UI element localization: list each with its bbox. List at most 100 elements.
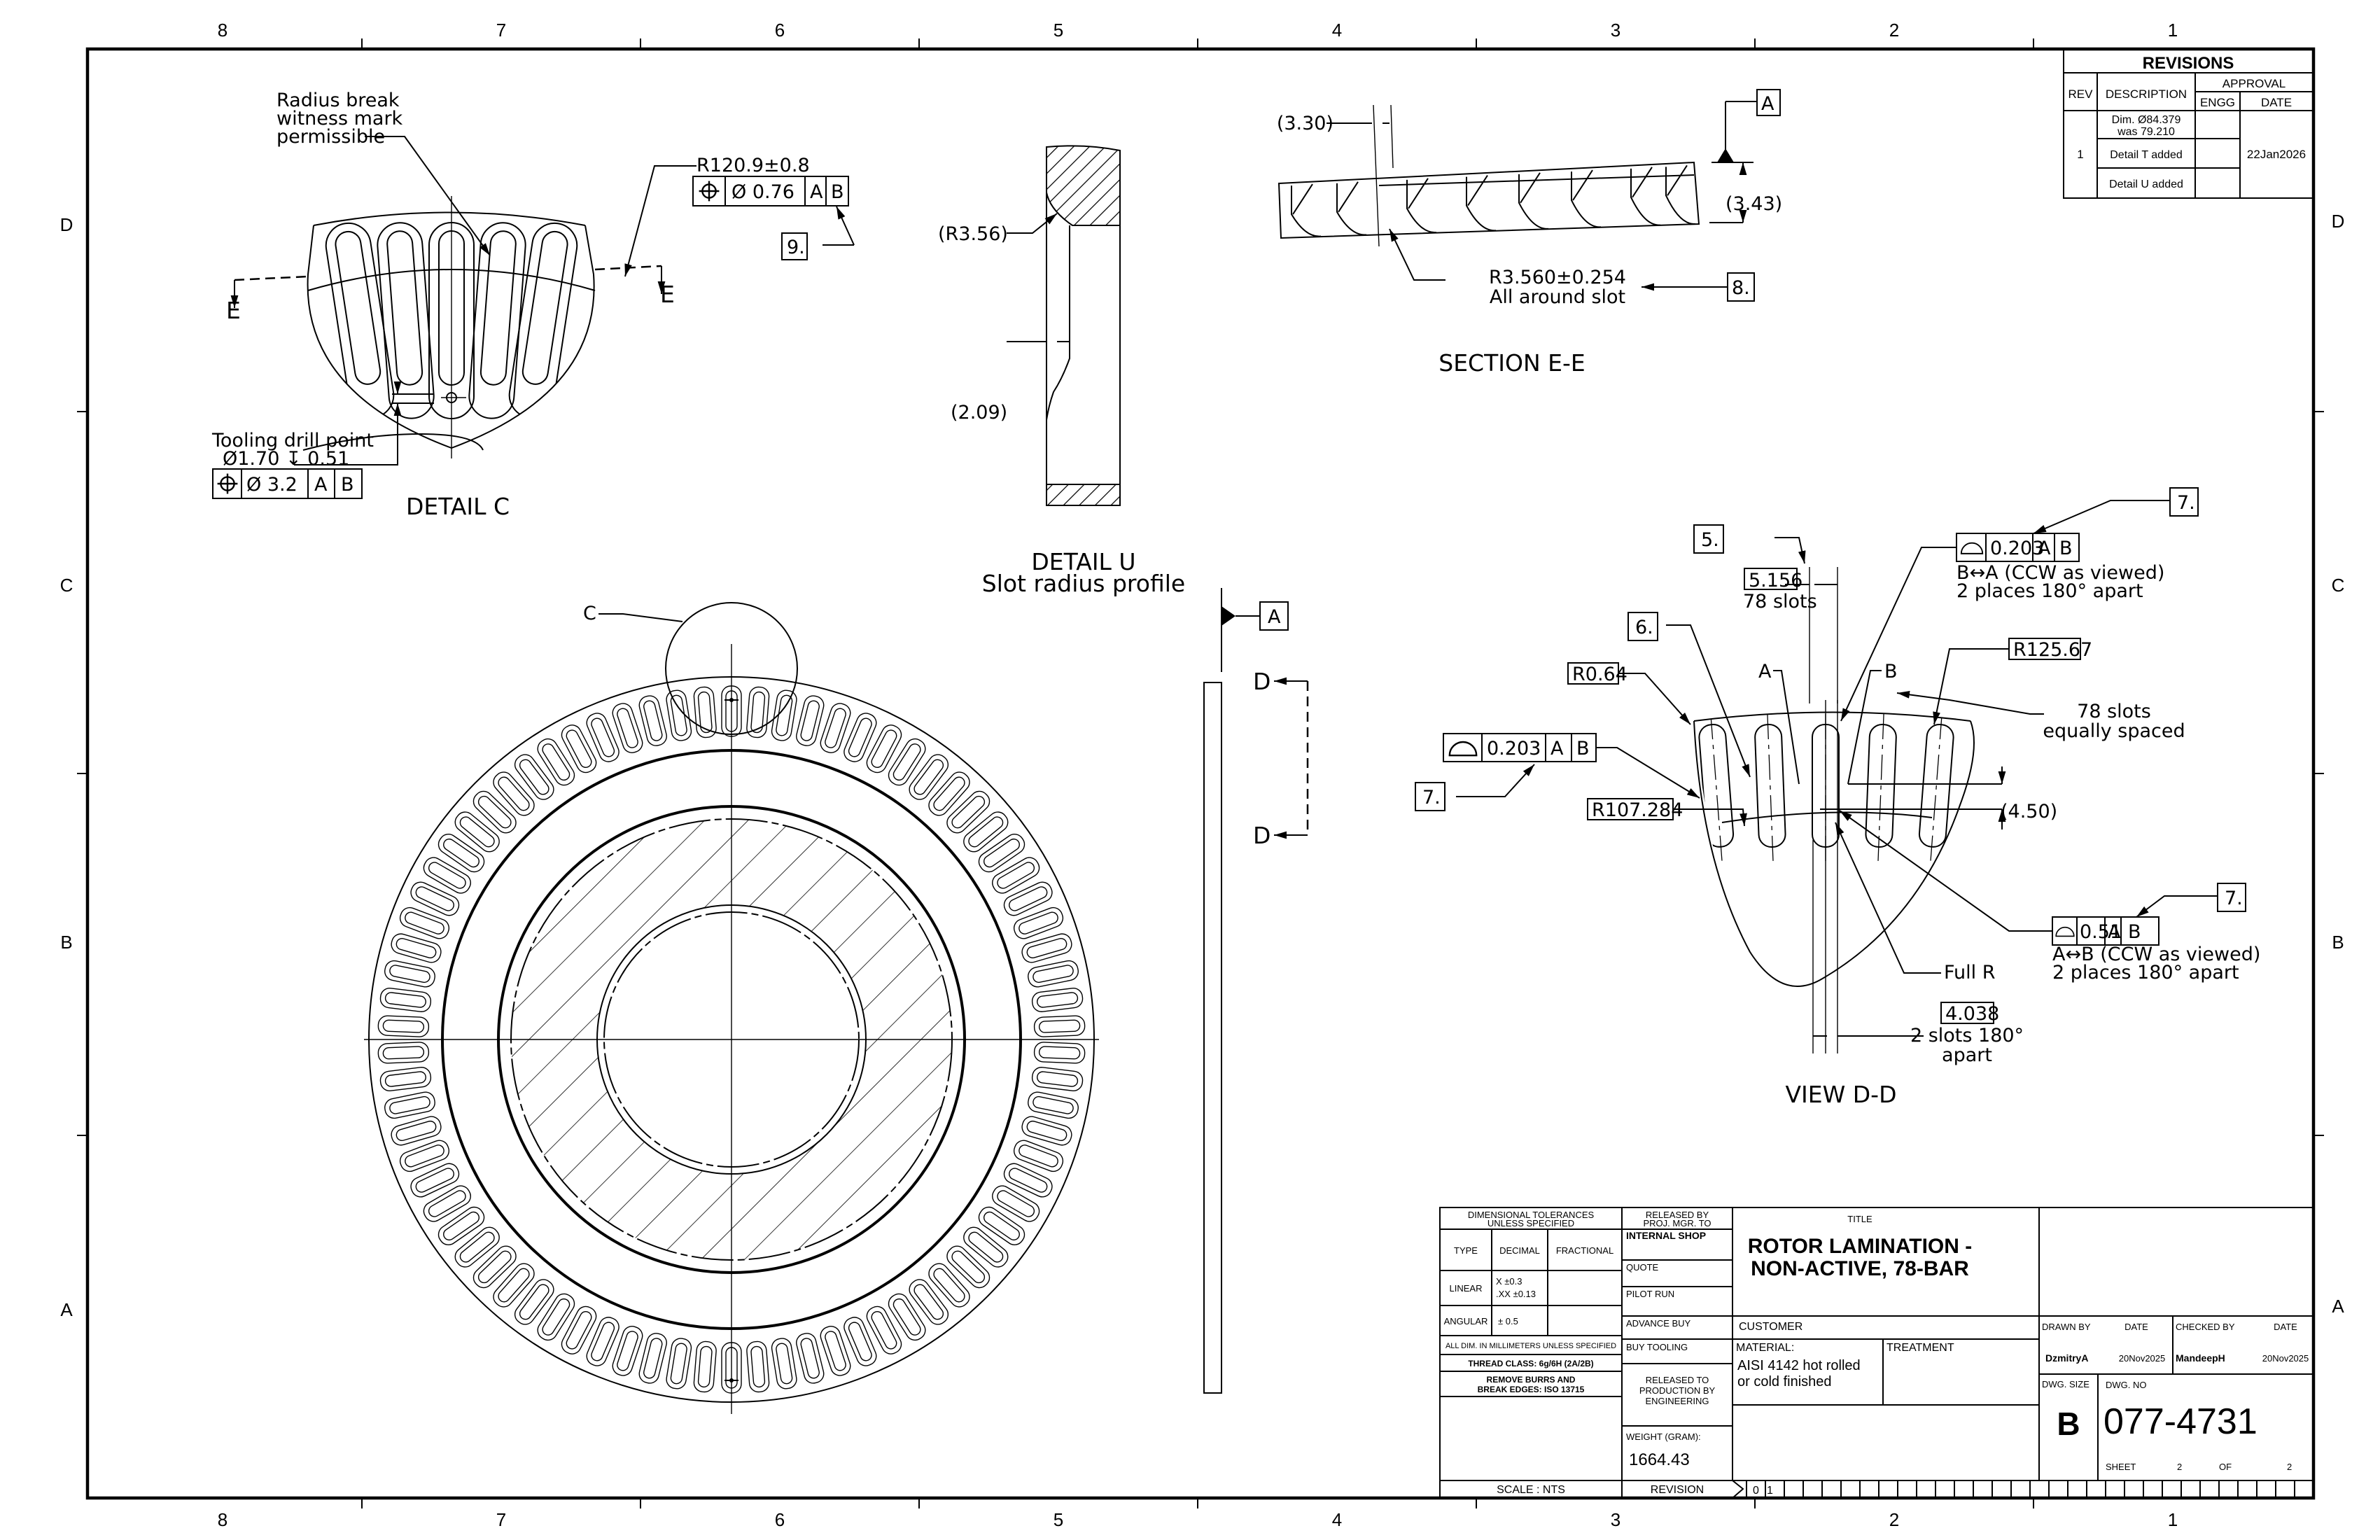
zone-right-c: C — [2332, 575, 2345, 596]
dim-4038-note-2: apart — [1942, 1044, 1992, 1066]
checked-by-name: MandeepH — [2176, 1352, 2225, 1364]
rotor-slot — [612, 703, 643, 753]
zone-left-d: D — [60, 214, 74, 235]
rotor-slot — [472, 790, 517, 834]
rotor-slot — [586, 713, 620, 762]
rotor-slot — [666, 1338, 692, 1390]
zone-right-a: A — [2332, 1296, 2344, 1317]
section-hatch-line — [1520, 172, 1541, 204]
datum-triangle — [1717, 148, 1734, 162]
rotor-slot — [1028, 960, 1079, 988]
rotor-slot — [379, 1067, 432, 1091]
rotor-slot — [410, 881, 460, 916]
fcf-datum-a: A — [314, 474, 328, 496]
thread-class: THREAD CLASS: 6g/6H (2A/2B) — [1468, 1359, 1593, 1368]
rotor-slot — [391, 1116, 442, 1146]
rotor-slot — [888, 1293, 926, 1341]
zone-bottom-6: 6 — [775, 1509, 785, 1530]
rotor-slot — [399, 906, 450, 939]
dim-343: (3.43) — [1726, 193, 1782, 215]
tolerances-header-2: UNLESS SPECIFIED — [1488, 1218, 1574, 1228]
zone-bottom-7: 7 — [496, 1509, 506, 1530]
rotor-slot — [771, 1338, 797, 1390]
profile-bottom-note-1: A↔B (CCW as viewed) — [2052, 944, 2260, 965]
rotor-slot — [1003, 881, 1053, 916]
approval-header: APPROVAL — [2222, 77, 2286, 90]
zone-left-b: B — [60, 932, 72, 953]
rotor-slot — [438, 833, 485, 873]
note-ref-7-bottom: 7. — [2225, 888, 2243, 909]
rotor-slot — [514, 754, 554, 800]
drawing-title-2: NON-ACTIVE, 78-BAR — [1751, 1257, 1969, 1280]
revisions-title: REVISIONS — [2143, 54, 2234, 73]
rotor-slot — [1031, 988, 1084, 1012]
rotor-slot — [820, 1326, 851, 1376]
position-icon — [216, 472, 239, 495]
slot-width-dim: 5.156 — [1749, 570, 1802, 592]
section-slot-arc — [1665, 167, 1696, 225]
equal-spacing-note-1: 78 slots — [2077, 701, 2151, 722]
fcf-position-32: Ø 3.2 A B — [212, 468, 363, 499]
rotor-slot — [377, 1042, 430, 1064]
angular-tolerance: ± 0.5 — [1498, 1316, 1518, 1326]
fcf-datum-a: A — [810, 181, 823, 203]
rotor-slot — [384, 960, 435, 988]
rotor-slot — [1033, 1042, 1086, 1064]
dim-450: (4.50) — [2001, 801, 2057, 822]
rotor-slot — [454, 811, 500, 853]
rotor-slot — [844, 1317, 877, 1366]
checked-date-label: DATE — [2274, 1322, 2297, 1332]
released-prod-2: PRODUCTION BY — [1639, 1385, 1716, 1396]
profile-bottom-note-2: 2 places 180° apart — [2052, 962, 2239, 983]
view-dd-label: VIEW D-D — [1785, 1081, 1896, 1108]
rotor-slot — [992, 1185, 1040, 1222]
linear-x-tolerance: X ±0.3 — [1496, 1276, 1522, 1287]
rotor-slot — [384, 1091, 435, 1119]
rotor-slot — [391, 933, 442, 963]
rotor-slot — [438, 1206, 485, 1246]
datum-a-box: A — [1761, 93, 1774, 115]
view-dd-slot — [1918, 714, 1954, 861]
view-dd-slot — [1865, 714, 1897, 861]
rev-date: 22Jan2026 — [2247, 148, 2306, 161]
position-icon — [698, 180, 720, 202]
detail-u-sublabel: Slot radius profile — [982, 570, 1185, 597]
rotor-slot — [963, 1226, 1009, 1268]
sheet-total: 2 — [2287, 1462, 2292, 1472]
fcf-tolerance: Ø 0.76 — [732, 181, 794, 203]
section-d-bottom-letter: D — [1253, 822, 1270, 849]
zone-top-3: 3 — [1611, 20, 1620, 41]
main-rotor-view: C — [364, 602, 1099, 1414]
zone-bottom-1: 1 — [2168, 1509, 2178, 1530]
revision-label: REVISION — [1651, 1484, 1704, 1496]
border-frame — [77, 38, 2324, 1508]
burrs-note-1: REMOVE BURRS AND — [1487, 1375, 1576, 1385]
note-ref-8: 8. — [1732, 277, 1750, 299]
datum-label-a: A — [1758, 661, 1772, 682]
buy-tooling-label: BUY TOOLING — [1626, 1342, 1688, 1352]
burrs-note-2: BREAK EDGES: ISO 13715 — [1478, 1385, 1585, 1394]
rotor-slot — [410, 1163, 460, 1198]
radius-r125: R125.67 — [2013, 639, 2092, 661]
section-slot-arc — [1466, 176, 1497, 232]
fcf-datum-b: B — [2128, 921, 2141, 943]
drawing-title-1: ROTOR LAMINATION - — [1748, 1235, 1973, 1258]
rotor-slot — [638, 695, 667, 746]
rotor-slot — [514, 1279, 554, 1325]
rotor-slot — [693, 1340, 717, 1393]
rotor-slot — [454, 1226, 500, 1268]
datum-triangle — [1222, 606, 1236, 626]
rotor-slot — [992, 857, 1040, 894]
drawn-by-name: DzmitryA — [2045, 1352, 2088, 1364]
fcf-datum-a: A — [2108, 921, 2121, 943]
rotor-slot — [377, 1015, 430, 1037]
profile-top-note-1: B↔A (CCW as viewed) — [1956, 562, 2164, 584]
radius-r064: R0.64 — [1572, 664, 1628, 685]
rotor-slot — [666, 690, 692, 741]
rotor-slot — [612, 1326, 643, 1376]
rotor-slot — [472, 1245, 517, 1289]
rotor-slot — [796, 1333, 825, 1384]
fcf-datum-b: B — [2059, 538, 2073, 559]
radius-break-note-3: permissible — [276, 126, 385, 148]
fcf-position-076: Ø 0.76 A B — [692, 176, 849, 206]
